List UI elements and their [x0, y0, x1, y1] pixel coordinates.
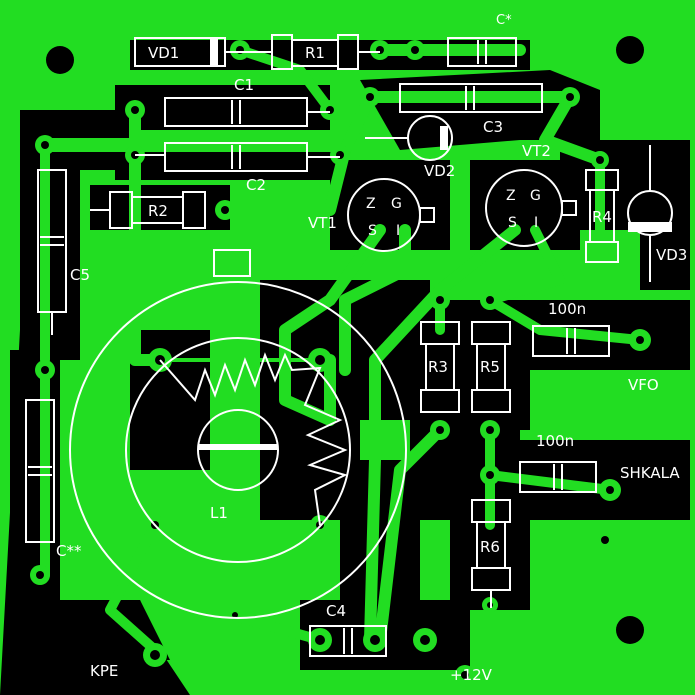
mounting-holes — [46, 36, 644, 644]
label-r6: R6 — [480, 538, 500, 556]
mounting-hole — [616, 36, 644, 64]
resistor-r3: R3 — [420, 321, 460, 413]
label-kpe: KPE — [90, 662, 118, 680]
label-c1: C1 — [234, 76, 254, 94]
pin-i: I — [396, 223, 400, 239]
connector-labels: VFO SHKALA KPE +12V — [90, 376, 680, 684]
label-c2: C2 — [246, 176, 266, 194]
diode-vd3: VD3 — [627, 145, 687, 282]
resistor-r2: R2 — [90, 191, 206, 229]
label-shkala: SHKALA — [620, 464, 680, 482]
pad — [599, 479, 621, 501]
label-l1: L1 — [210, 504, 228, 522]
capacitor-100n-lower: 100n — [519, 432, 597, 493]
pad — [413, 628, 437, 652]
label-r5: R5 — [480, 358, 500, 376]
pin-i: I — [534, 215, 538, 231]
resistor-r1: R1 — [240, 34, 380, 70]
label-100n-upper: 100n — [548, 300, 586, 318]
pad — [320, 100, 340, 120]
pad — [629, 329, 651, 351]
pad — [430, 290, 450, 310]
pad — [308, 628, 332, 652]
label-100n-lower: 100n — [536, 432, 574, 450]
capacitor-c-star: C* — [447, 13, 517, 67]
pad — [308, 348, 332, 372]
label-c-star: C* — [496, 13, 512, 28]
label-c3: C3 — [483, 118, 503, 136]
pad — [30, 565, 50, 585]
pad — [430, 420, 450, 440]
pin-g: G — [530, 188, 541, 204]
label-r3: R3 — [428, 358, 448, 376]
mounting-hole — [46, 46, 74, 74]
pad — [560, 87, 580, 107]
pin-s: S — [368, 223, 377, 239]
pad — [143, 643, 167, 667]
pad — [215, 200, 235, 220]
diode-vd1: VD1 — [134, 37, 240, 67]
capacitor-100n-upper: 100n — [532, 300, 610, 357]
transistor-vt1: Z G S I VT1 — [308, 178, 435, 252]
pad — [370, 40, 390, 60]
pad — [35, 135, 55, 155]
pin-s: S — [508, 215, 517, 231]
label-c-2star: C** — [56, 542, 82, 560]
pad — [455, 665, 475, 685]
pin-z: Z — [366, 196, 376, 212]
pad — [230, 40, 250, 60]
pad — [330, 145, 350, 165]
pad — [229, 609, 241, 621]
label-c4: C4 — [326, 602, 346, 620]
diode-vd2: VD2 — [365, 115, 455, 180]
pads — [30, 40, 651, 685]
pad — [360, 87, 380, 107]
capacitor-c1: C1 — [164, 76, 330, 127]
pad — [591, 151, 609, 169]
label-vfo: VFO — [628, 376, 659, 394]
resistor-r5: R5 — [471, 321, 511, 413]
resistor-r4: R4 — [585, 169, 619, 263]
mounting-hole — [46, 616, 74, 644]
mounting-hole — [616, 616, 644, 644]
pin-g: G — [391, 196, 402, 212]
pad — [480, 465, 500, 485]
pad — [480, 290, 500, 310]
label-vt2: VT2 — [522, 142, 551, 160]
label-r4: R4 — [592, 208, 612, 226]
label-r1: R1 — [305, 44, 325, 62]
capacitor-c2: C2 — [135, 142, 340, 194]
label-vd2: VD2 — [424, 162, 455, 180]
pad — [363, 628, 387, 652]
pad — [125, 100, 145, 120]
pad — [480, 420, 500, 440]
capacitor-c5: C5 — [37, 169, 90, 335]
label-vd3: VD3 — [656, 246, 687, 264]
resistor-r6: R6 — [471, 499, 511, 608]
coil-l1: L1 — [69, 249, 407, 619]
pad — [35, 360, 55, 380]
label-vd1: VD1 — [148, 44, 179, 62]
transistor-vt2: Z G S I VT2 — [485, 142, 577, 247]
capacitor-c-2star: C** — [25, 399, 82, 560]
label-vt1: VT1 — [308, 214, 337, 232]
label-r2: R2 — [148, 202, 168, 220]
silkscreen: VD1 R1 C* C1 — [25, 13, 687, 657]
capacitor-c4: C4 — [309, 602, 387, 657]
label-plus12v: +12V — [450, 666, 493, 684]
pad — [405, 40, 425, 60]
label-c5: C5 — [70, 266, 90, 284]
capacitor-c3: C3 — [399, 83, 543, 136]
pad — [595, 530, 615, 550]
pin-z: Z — [506, 188, 516, 204]
